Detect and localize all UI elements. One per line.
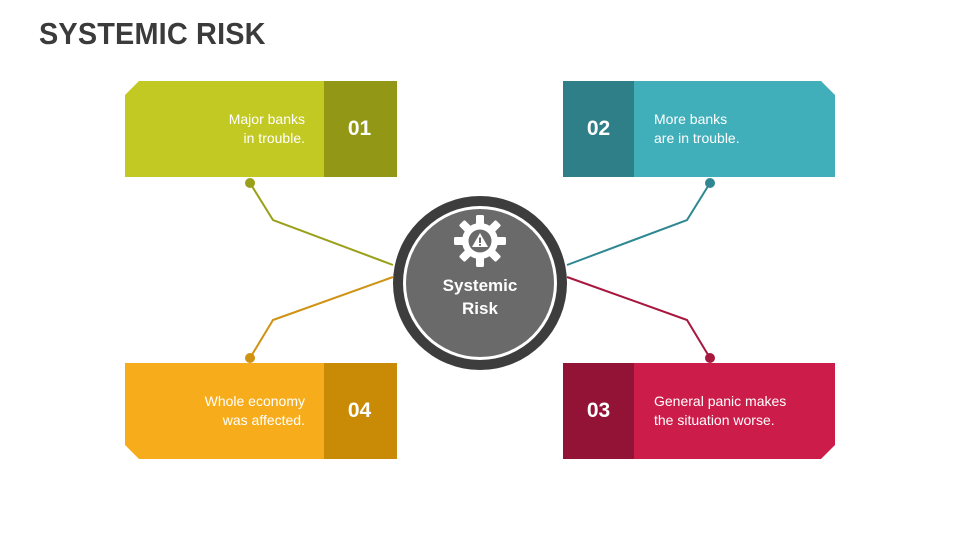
card-text: Major banks in trouble.	[165, 81, 305, 177]
card-number: 01	[347, 117, 372, 140]
card-text-line1: Whole economy	[204, 393, 305, 409]
connector-01	[249, 182, 394, 266]
card-text-line1: Major banks	[228, 111, 305, 127]
step-card-04: Whole economy was affected. 04	[125, 363, 397, 459]
card-text-line2: are in trouble.	[654, 130, 740, 146]
card-shape	[125, 81, 397, 177]
card-text: General panic makes the situation worse.	[654, 363, 814, 459]
page-title: SYSTEMIC RISK	[39, 16, 266, 51]
center-hub	[393, 196, 567, 370]
card-shape	[125, 363, 397, 459]
card-text-line1: More banks	[654, 111, 728, 127]
connector-02	[566, 182, 711, 266]
card-shape	[563, 363, 835, 459]
card-text-line1: General panic makes	[654, 393, 787, 409]
center-label-line2: Risk	[462, 299, 498, 318]
connector-dot-02	[705, 178, 715, 188]
card-number: 02	[586, 117, 611, 140]
connector-dot-04	[245, 353, 255, 363]
connector-dot-03	[705, 353, 715, 363]
step-card-01: Major banks in trouble. 01	[125, 81, 397, 177]
connector-04	[249, 276, 394, 359]
card-shape	[563, 81, 835, 177]
center-label-line1: Systemic	[442, 276, 518, 295]
card-text: Whole economy was affected.	[165, 363, 305, 459]
card-text-line2: in trouble.	[243, 130, 305, 146]
card-text-line2: the situation worse.	[654, 412, 775, 428]
step-card-02: 02 More banks are in trouble.	[563, 81, 835, 177]
step-card-03: 03 General panic makes the situation wors…	[563, 363, 835, 459]
gear-warning-icon	[454, 215, 506, 267]
connector-dot-01	[245, 178, 255, 188]
connector-03	[566, 276, 711, 359]
center-label: Systemic Risk	[392, 274, 568, 320]
card-text: More banks are in trouble.	[654, 81, 814, 177]
card-text-line2: was affected.	[222, 412, 305, 428]
card-number: 04	[347, 399, 372, 422]
card-number: 03	[586, 399, 611, 422]
